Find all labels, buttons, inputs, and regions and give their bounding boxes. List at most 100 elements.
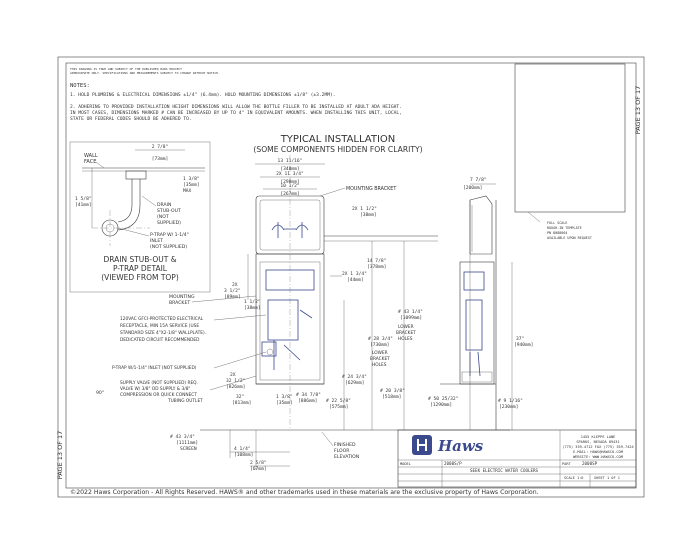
page-label-top: PAGE 13 OF 17 — [634, 86, 642, 135]
part-label: PART — [562, 462, 571, 466]
template-note-3: PN 8088064 — [547, 231, 567, 235]
dim-bottom-left-1: # 43 3/4" — [170, 434, 195, 440]
dim-2x-312-2: 3 1/2" — [224, 288, 241, 294]
dim-43-14-2: [1099mm] — [400, 315, 422, 321]
dim-bottom-left-3: SCREEN — [180, 446, 197, 452]
note-line-3: IN MOST CASES, DIMENSIONS MARKED # CAN B… — [70, 110, 402, 116]
lower-bracket-r-1: LOWER — [398, 324, 414, 330]
dim-2x-112-2: [38mm] — [360, 212, 377, 218]
dim-28-34-1: # 28 3/4" — [368, 336, 393, 342]
dim-2-58-2: [67mm] — [250, 466, 267, 472]
page-label-bottom: PAGE 13 OF 17 — [56, 431, 64, 480]
floor-note-1: FINISHED — [334, 442, 356, 448]
inner-border — [65, 62, 637, 489]
side-dim-37-1: 37" — [516, 336, 524, 342]
side-dim-top-2: [200mm] — [463, 185, 482, 191]
detail-dim-max-2: [35mm] — [183, 182, 200, 188]
model-value: 2000S/P — [444, 461, 462, 466]
dim-14-78-2: [378mm] — [367, 264, 386, 270]
note-line-2: 2. ADHERING TO PROVIDED INSTALLATION HEI… — [70, 104, 402, 110]
address-line-1: 1455 KLEPPE LANE — [581, 435, 616, 439]
detail-dim-max-3: MAX — [183, 188, 192, 194]
floor-note-3: ELEVATION — [334, 454, 359, 460]
address-line-4: E-MAIL: HAWS@HAWSCO.COM — [573, 450, 624, 454]
drain-note-3: (NOT — [157, 214, 169, 220]
address-line-5: WEBSITE: WWW.HAWSCO.COM — [573, 455, 624, 459]
detail-title-2: P-TRAP DETAIL — [113, 264, 168, 273]
dim-2x-134-1: 2X 1 3/4" — [342, 271, 367, 277]
dim-112-1: 1 1/2" — [244, 299, 261, 305]
wall-face-label-1: WALL — [84, 153, 98, 159]
disclaimer-line-2: APPROXIMATE ONLY. SPECIFICATIONS AND MEA… — [70, 71, 220, 75]
detail-title-3: (VIEWED FROM TOP) — [101, 273, 179, 282]
detail-title-1: DRAIN STUB-OUT & — [103, 255, 176, 264]
dim-32-half-3: [826mm] — [226, 384, 245, 390]
notes-block: NOTES: 1. HOLD PLUMBING & ELECTRICAL DIM… — [70, 83, 402, 122]
dim-2x-134-2: [44mm] — [347, 277, 364, 283]
lower-bracket-r-3: HOLES — [398, 336, 413, 342]
side-dim-50-1: # 50 25/32" — [428, 396, 458, 402]
note-line-1: 1. HOLD PLUMBING & ELECTRICAL DIMENSIONS… — [70, 92, 336, 98]
lower-bracket-r-2: BRACKET — [396, 330, 416, 336]
dim-20-38-1: # 20 3/8" — [380, 388, 405, 394]
supply-note-2: VALVE W/ 3/8" OD SUPPLY & 3/8" — [120, 386, 190, 392]
mounting-bracket-top-label: MOUNTING BRACKET — [346, 186, 396, 192]
drain-note-4: SUPPLIED) — [157, 220, 181, 226]
notes-heading: NOTES: — [70, 83, 90, 89]
receptacle-note-2: RECEPTACLE, MIN 15A SERVICE (USE — [120, 323, 199, 329]
supply-note-1: SUPPLY VALVE (NOT SUPPLIED) REQ. — [120, 380, 198, 386]
drain-note-2: STUB-OUT — [157, 208, 181, 214]
copyright-line: ©2022 Haws Corporation - All Rights Rese… — [70, 488, 539, 496]
supply-note-4: TUBING OUTLET — [167, 398, 203, 404]
template-note-1: FULL SCALE — [547, 221, 567, 225]
lower-bracket-2: BRACKET — [370, 356, 390, 362]
dim-22-58-1: # 22 5/8" — [326, 398, 351, 404]
dim-2-58-1: 2 5/8" — [250, 460, 267, 466]
wall-face-label-2: FACE — [84, 159, 96, 165]
dim-4-14-2: [108mm] — [234, 452, 253, 458]
model-label: MODEL — [400, 462, 411, 466]
template-box — [514, 63, 626, 213]
lower-bracket-1: LOWER — [372, 350, 388, 356]
receptacle-note-1: 120VAC GFCI-PROTECTED ELECTRICAL — [120, 316, 204, 322]
receptacle-note-4: DEDICATED CIRCUIT RECOMMENDED — [120, 337, 200, 343]
outer-border — [57, 56, 645, 498]
ptrap-front-note: P-TRAP W/1-1/4" INLET (NOT SUPPLIED) — [112, 365, 197, 371]
drain-note-1: DRAIN — [157, 202, 171, 208]
dim-20-38-2: [518mm] — [382, 394, 401, 400]
dim-1-38-2: [35mm] — [276, 400, 293, 406]
disclaimer-line-1: THIS DRAWING IS TRUE AND SUBJECT OF THE … — [70, 67, 182, 71]
supply-note-3: COMPRESSION OR QUICK CONNECT — [120, 392, 197, 398]
address-line-3: (775) 359-4712 FAX (775) 359-7424 — [562, 445, 633, 449]
address-line-2: SPARKS, NEVADA 89431 — [576, 440, 619, 444]
dim-34-78-2: [886mm] — [298, 398, 317, 404]
dim-1-38-1: 1 3/8" — [276, 394, 293, 400]
ptrap-detail-note-2: INLET — [150, 238, 163, 244]
scale-value: SCALE 1:6 — [564, 476, 583, 480]
part-value: 2000SP — [582, 461, 598, 466]
mounting-bracket-left-1: MOUNTING — [169, 294, 195, 300]
ptrap-detail-note-3: (NOT SUPPLIED) — [150, 244, 187, 250]
dim-14-78-1: 14 7/8" — [367, 258, 386, 264]
side-dim-37-2: [940mm] — [514, 342, 533, 348]
angle-label: 90° — [96, 390, 104, 396]
front-view: 13 11/16" [348mm] 2X 11 3/4" [298mm] 10 … — [96, 155, 510, 472]
haws-logo: Haws — [412, 435, 484, 455]
dim-32-half-2: 32 1/2" — [226, 378, 245, 384]
dim-43-14-1: # 43 1/4" — [398, 309, 423, 315]
dim-2x-112-1: 2X 1 1/2" — [352, 206, 377, 212]
detail-dim-top-1: 2 7/8" — [152, 144, 169, 150]
dim-24-34-2: [629mm] — [345, 380, 364, 386]
detail-dim-max-1: 1 3/8" — [183, 176, 200, 182]
dim-22-58-2: [575mm] — [329, 404, 348, 410]
dim-34-78-1: # 34 7/8" — [296, 392, 321, 398]
floor-note-2: FLOOR — [334, 448, 350, 454]
side-dim-top-1: 7 7/8" — [470, 177, 487, 183]
dim-112-2: [38mm] — [244, 305, 261, 311]
note-line-4: STATE OR FEDERAL CODES SHOULD BE ADHERED… — [70, 116, 192, 122]
detail-dim-side-1: 1 5/8" — [75, 196, 92, 202]
side-view: 7 7/8" [200mm] 37" [940mm] # 50 25/32" [… — [428, 177, 533, 430]
title-block: Haws 1455 KLEPPE LANE SPARKS, NEVADA 894… — [397, 429, 637, 488]
typical-installation-subtitle: (SOME COMPONENTS HIDDEN FOR CLARITY) — [253, 145, 422, 154]
side-dim-50-2: [1290mm] — [430, 402, 452, 408]
